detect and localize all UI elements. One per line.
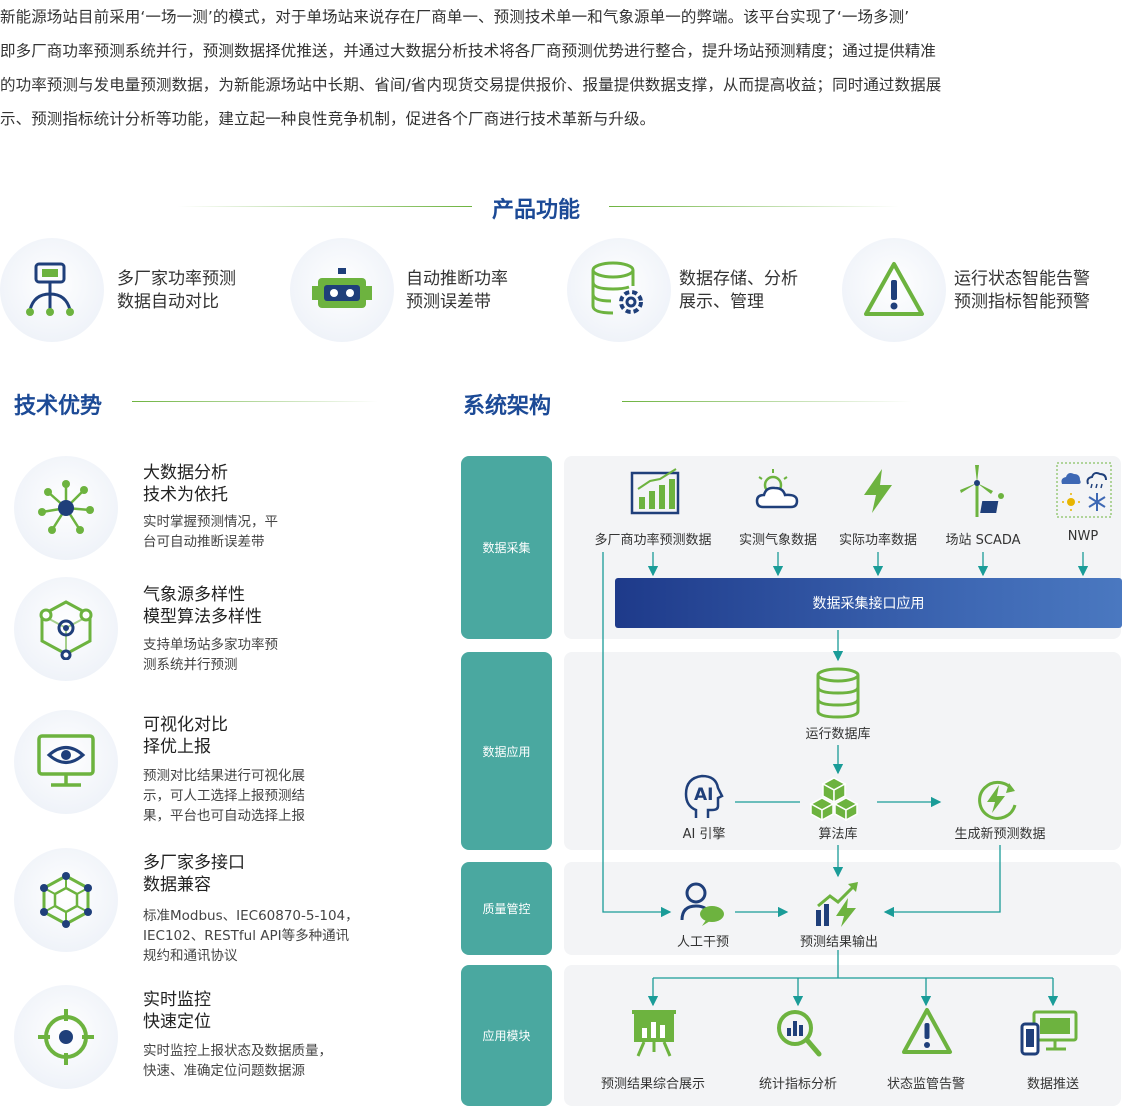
module-label: 状态监管告警	[886, 1077, 965, 1092]
monitor-eye-icon	[37, 734, 95, 787]
chart-up-lightning-icon	[816, 882, 858, 927]
ai-label: AI 引擎	[682, 827, 726, 842]
feature-text: 多厂家功率预测数据自动对比	[117, 269, 236, 312]
magnifier-chart-icon	[777, 1010, 822, 1057]
robot-icon	[312, 268, 372, 308]
intro-line: 即多厂商功率预测系统并行，预测数据择优推送，并通过大数据分析技术将各厂商预测优势…	[0, 42, 937, 60]
advantage-icon-circle	[14, 848, 118, 952]
regenerate-lightning-icon	[978, 780, 1017, 820]
crosshair-target-icon	[38, 1009, 94, 1065]
feature-text: 数据存储、分析展示、管理	[679, 269, 798, 312]
weather-grid-icon	[1056, 462, 1112, 518]
devices-icon	[1020, 1010, 1078, 1056]
person-speech-icon	[680, 882, 724, 926]
advantage-title: 气象源多样性模型算法多样性	[143, 585, 262, 627]
advantage-desc: 预测对比结果进行可视化展示，可人工选择上报预测结果，平台也可自动选择上报	[143, 768, 305, 824]
advantage-title: 实时监控快速定位	[143, 990, 211, 1032]
alert-triangle-icon	[902, 1008, 952, 1054]
warning-triangle-icon	[864, 262, 924, 316]
gen-label: 生成新预测数据	[954, 827, 1046, 842]
interface-bar: 数据采集接口应用	[615, 578, 1122, 628]
advantage-desc: 实时掌握预测情况，平台可自动推断误差带	[143, 514, 278, 550]
advantage-title: 可视化对比择优上报	[143, 715, 228, 757]
database-gear-icon	[591, 261, 643, 315]
divider-line	[609, 206, 899, 207]
ai-head-icon: AI	[680, 772, 728, 820]
ai-text: AI	[694, 785, 714, 805]
collect-label: 场站 SCADA	[945, 533, 1021, 548]
collect-label: 实际功率数据	[838, 533, 917, 548]
section-title-advantages: 技术优势	[14, 394, 103, 419]
advantage-title: 大数据分析技术为依托	[143, 463, 228, 505]
algo-label: 算法库	[818, 827, 858, 842]
output-label: 预测结果输出	[799, 935, 878, 950]
db-label: 运行数据库	[805, 727, 871, 742]
feature-text: 运行状态智能告警预测指标智能预警	[954, 269, 1090, 312]
band-label-quality: 质量管控	[461, 862, 552, 955]
section-title-architecture: 系统架构	[463, 394, 552, 419]
module-label: 预测结果综合展示	[600, 1077, 705, 1092]
wind-turbine-icon	[960, 465, 1004, 517]
network-tree-icon	[26, 262, 74, 316]
advantage-title: 多厂家多接口数据兼容	[143, 853, 245, 895]
cubes-icon	[809, 777, 859, 822]
collect-label: NWP	[1067, 529, 1099, 544]
band-label-modules: 应用模块	[461, 965, 552, 1106]
database-icon	[816, 667, 860, 719]
intro-line: 示、预测指标统计分析等功能，建立起一种良性竞争机制，促进各个厂商进行技术革新与升…	[0, 110, 656, 128]
cube-nodes-icon	[39, 600, 93, 660]
intro-line: 新能源场站目前采用‘一场一测’的模式，对于单场站来说存在厂商单一、预测技术单一和…	[0, 8, 910, 26]
collect-label: 多厂商功率预测数据	[594, 533, 712, 548]
feature-text: 自动推断功率预测误差带	[406, 269, 508, 312]
module-label: 统计指标分析	[758, 1077, 837, 1092]
band-label-collect: 数据采集	[461, 456, 552, 639]
feature-icon-circle	[0, 238, 104, 342]
advantage-desc: 支持单场站多家功率预测系统并行预测	[143, 637, 278, 673]
advantage-desc: 标准Modbus、IEC60870-5-104，IEC102、RESTful A…	[143, 908, 359, 964]
intro-line: 的功率预测与发电量预测数据，为新能源场站中长期、省间/省内现货交易提供报价、报量…	[0, 76, 942, 94]
module-label: 数据推送	[1026, 1077, 1079, 1092]
big-data-node-icon	[38, 480, 94, 534]
collect-label: 实测气象数据	[738, 533, 817, 548]
intro-paragraph: 新能源场站目前采用‘一场一测’的模式，对于单场站来说存在厂商单一、预测技术单一和…	[0, 0, 1132, 136]
presentation-chart-icon	[632, 1010, 676, 1057]
bar-chart-icon	[630, 468, 680, 515]
divider-line	[178, 206, 472, 207]
manual-label: 人工干预	[676, 935, 729, 950]
band-label-apply: 数据应用	[461, 652, 552, 850]
section-title-product: 产品功能	[492, 198, 581, 223]
divider-line	[132, 401, 378, 402]
hexagon-network-icon	[40, 872, 92, 928]
sun-cloud-icon	[755, 469, 799, 509]
divider-line	[622, 401, 912, 402]
advantage-desc: 实时监控上报状态及数据质量，快速、准确定位问题数据源	[143, 1043, 332, 1079]
lightning-icon	[864, 469, 892, 513]
